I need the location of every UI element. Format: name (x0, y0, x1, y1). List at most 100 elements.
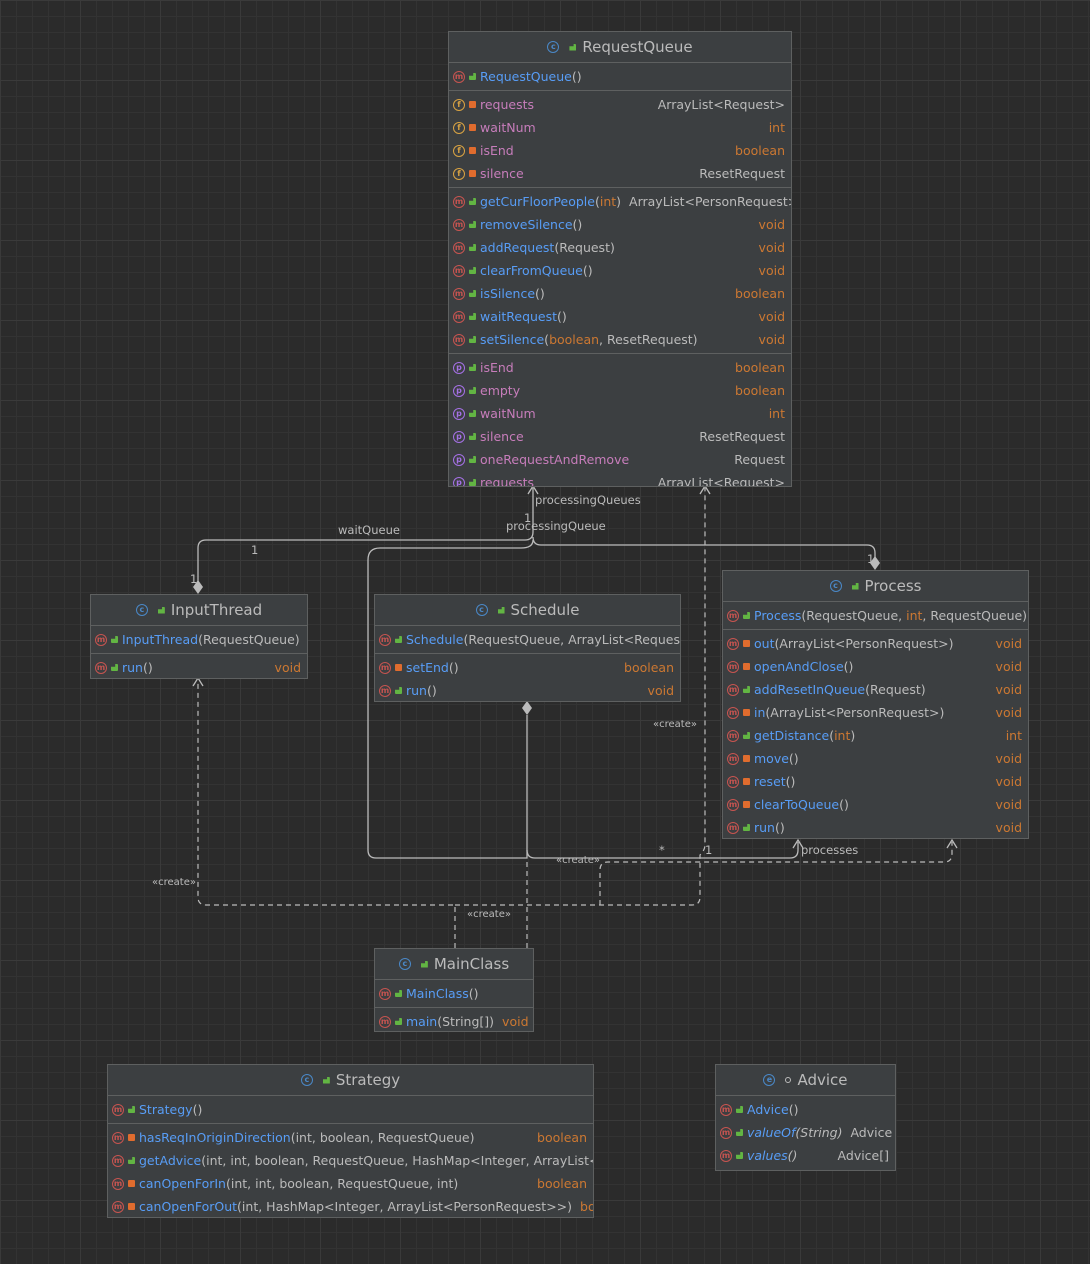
class-header[interactable]: c InputThread (91, 595, 307, 626)
class-header[interactable]: c MainClass (375, 949, 533, 980)
property-icon: p (453, 453, 465, 466)
edge-processes (526, 842, 799, 859)
private-icon (128, 1203, 135, 1210)
member-type: void (758, 263, 785, 278)
member-params: (ArrayList<PersonRequest>) (774, 636, 954, 651)
method-icon: m (727, 775, 739, 788)
method-icon: m (727, 798, 739, 811)
member-name: addRequest (480, 240, 555, 255)
member-type: void (274, 660, 301, 675)
member-params: (int, int, boolean, RequestQueue, int) (225, 1176, 459, 1191)
member-type: boolean (735, 360, 785, 375)
member-name: in (754, 705, 766, 720)
member-type: Advice[] (837, 1148, 889, 1163)
member-name: waitNum (480, 406, 536, 421)
class-header[interactable]: c Schedule (375, 595, 680, 626)
member-name: Process (754, 608, 802, 623)
member-params: (int, int, boolean, RequestQueue, HashMa… (201, 1153, 593, 1168)
class-header[interactable]: e Advice (716, 1065, 895, 1096)
member-params: () (557, 309, 567, 324)
member-type: void (758, 217, 785, 232)
member-params: () (426, 683, 437, 698)
public-icon (157, 606, 165, 614)
method-icon: m (453, 241, 465, 254)
public-icon (569, 43, 577, 51)
method-icon: m (453, 264, 465, 277)
public-icon (743, 686, 750, 693)
class-header[interactable]: c Strategy (108, 1065, 593, 1096)
class-header[interactable]: c RequestQueue (449, 32, 791, 63)
member-name: valueOf (747, 1125, 796, 1140)
private-icon (469, 170, 476, 177)
edge-create-requestqueue (455, 488, 706, 906)
package-private-icon (785, 1077, 792, 1083)
class-icon: c (398, 958, 411, 970)
method-icon: m (95, 633, 107, 646)
edge-create-inputthread (197, 680, 456, 948)
member-params: () (468, 986, 479, 1001)
label-create: «create» (556, 855, 600, 866)
member-type: int (1005, 728, 1022, 743)
member-params: (int) (829, 728, 856, 743)
class-icon: c (300, 1074, 313, 1086)
member-params: () (774, 820, 785, 835)
member-name: run (754, 820, 775, 835)
member-type: boolean (537, 1176, 587, 1191)
class-header[interactable]: c Process (723, 571, 1028, 602)
member-type: void (758, 332, 785, 347)
